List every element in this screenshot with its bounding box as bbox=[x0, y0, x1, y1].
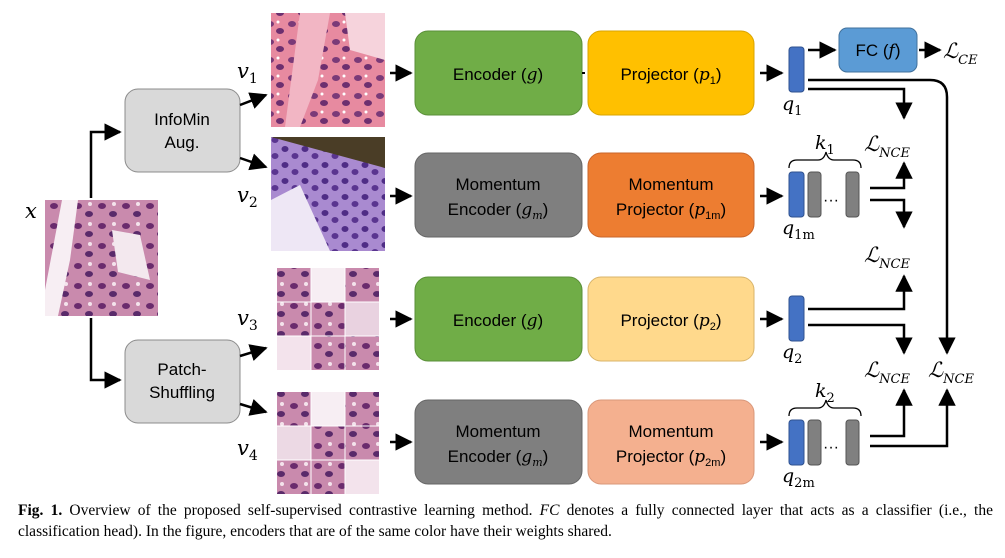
k1-queue-dots: ··· bbox=[823, 192, 839, 209]
caption-part2: denotes a fully connected layer that act… bbox=[18, 502, 993, 540]
k1-brace bbox=[788, 151, 862, 169]
figure-caption: Fig. 1. Overview of the proposed self-su… bbox=[18, 500, 993, 542]
q1m-vector bbox=[788, 171, 805, 218]
svg-text:Projector (p1m): Projector (p1m) bbox=[616, 200, 726, 222]
svg-text:Encoder (gm): Encoder (gm) bbox=[448, 200, 549, 222]
arrow-aug-to-v2 bbox=[239, 153, 268, 171]
infomin-aug-box: InfoMin Aug. bbox=[124, 88, 241, 173]
arrow-aug-to-v1 bbox=[239, 92, 268, 109]
svg-text:Momentum: Momentum bbox=[628, 175, 713, 194]
q2-label: q2 bbox=[782, 341, 802, 367]
view-v3-image bbox=[277, 268, 379, 370]
momentum-encoder-row2: Momentum Encoder (gm) bbox=[414, 152, 583, 238]
projector-p1: Projector (p1) bbox=[587, 30, 755, 116]
svg-text:Momentum: Momentum bbox=[628, 422, 713, 441]
k1-queue-item-2 bbox=[845, 171, 860, 218]
momentum-projector-p2m: Momentum Projector (p2m) bbox=[587, 399, 755, 485]
momentum-encoder-row4: Momentum Encoder (gm) bbox=[414, 399, 583, 485]
svg-text:Projector (p1): Projector (p1) bbox=[620, 65, 721, 87]
arrow-q2-to-nce3 bbox=[808, 323, 913, 355]
k2-queue-item-1 bbox=[807, 419, 822, 466]
loss-nce-4: ℒNCE bbox=[928, 358, 974, 387]
view-v4-label: v4 bbox=[237, 436, 258, 464]
loss-nce-2: ℒNCE bbox=[864, 243, 910, 272]
caption-part1: Overview of the proposed self-supervised… bbox=[62, 502, 540, 519]
arrow-k2-to-nce3 bbox=[870, 388, 913, 438]
caption-fc-term: FC bbox=[539, 502, 560, 519]
arrow-q1-to-nce4 bbox=[808, 78, 956, 355]
fc-classifier-box: FC (f) bbox=[838, 27, 918, 73]
arrow-q2-to-nce2 bbox=[808, 274, 913, 311]
shuffle-line1: Patch- bbox=[157, 360, 206, 379]
view-v3-label: v3 bbox=[237, 306, 258, 334]
q1-vector bbox=[788, 46, 805, 93]
infomin-line1: InfoMin bbox=[154, 110, 210, 129]
k2-queue-item-2 bbox=[845, 419, 860, 466]
svg-text:Projector (p2): Projector (p2) bbox=[620, 311, 721, 333]
arrow-q1-to-nce1 bbox=[808, 87, 913, 120]
loss-nce-3: ℒNCE bbox=[864, 358, 910, 387]
view-v2-image bbox=[271, 137, 385, 251]
input-x-label: x bbox=[25, 199, 37, 223]
arrow-aug-to-v4 bbox=[239, 399, 268, 416]
encoder-g-row3: Encoder (g) bbox=[414, 276, 583, 362]
q1-label: q1 bbox=[782, 93, 802, 119]
q2-vector bbox=[788, 295, 805, 342]
arrow-k1-to-nce1 bbox=[870, 161, 913, 190]
svg-text:Projector (p2m): Projector (p2m) bbox=[616, 447, 726, 469]
arrow-x-to-infomin bbox=[89, 123, 122, 198]
view-v2-label: v2 bbox=[237, 183, 258, 211]
svg-text:FC (f): FC (f) bbox=[855, 41, 900, 61]
arrow-x-to-shuffle bbox=[89, 318, 122, 389]
patch-shuffling-box: Patch- Shuffling bbox=[124, 339, 241, 424]
shuffle-line2: Shuffling bbox=[149, 383, 215, 402]
svg-text:Encoder (g): Encoder (g) bbox=[453, 311, 543, 331]
infomin-line2: Aug. bbox=[165, 133, 200, 152]
svg-text:Encoder (gm): Encoder (gm) bbox=[448, 447, 549, 469]
k2-label: k2 bbox=[815, 380, 835, 406]
q1m-label: q1m bbox=[782, 217, 815, 243]
view-v1-image bbox=[271, 13, 385, 127]
view-v4-image bbox=[277, 392, 379, 494]
svg-text:Momentum: Momentum bbox=[455, 422, 540, 441]
projector-p2: Projector (p2) bbox=[587, 276, 755, 362]
k1-queue-item-1 bbox=[807, 171, 822, 218]
svg-text:Momentum: Momentum bbox=[455, 175, 540, 194]
encoder-g-row1: Encoder (g) bbox=[414, 30, 583, 116]
input-image bbox=[45, 200, 158, 316]
arrow-k2-to-nce4 bbox=[870, 388, 956, 448]
q2m-vector bbox=[788, 419, 805, 466]
k1-label: k1 bbox=[815, 132, 835, 158]
svg-text:Encoder (g): Encoder (g) bbox=[453, 65, 543, 85]
momentum-projector-p1m: Momentum Projector (p1m) bbox=[587, 152, 755, 238]
loss-nce-1: ℒNCE bbox=[864, 132, 910, 161]
k2-queue-dots: ··· bbox=[823, 439, 839, 456]
pipeline-diagram: x InfoMin Aug. Patch- Shuffling v1 v2 v3… bbox=[25, 13, 978, 494]
arrow-aug-to-v3 bbox=[239, 344, 268, 361]
k2-brace bbox=[788, 399, 862, 417]
caption-label: Fig. 1. bbox=[18, 502, 63, 519]
q2m-label: q2m bbox=[782, 465, 815, 491]
arrow-k1-to-nce2 bbox=[870, 198, 913, 229]
loss-ce-label: ℒCE bbox=[943, 39, 978, 68]
view-v1-label: v1 bbox=[237, 59, 258, 87]
